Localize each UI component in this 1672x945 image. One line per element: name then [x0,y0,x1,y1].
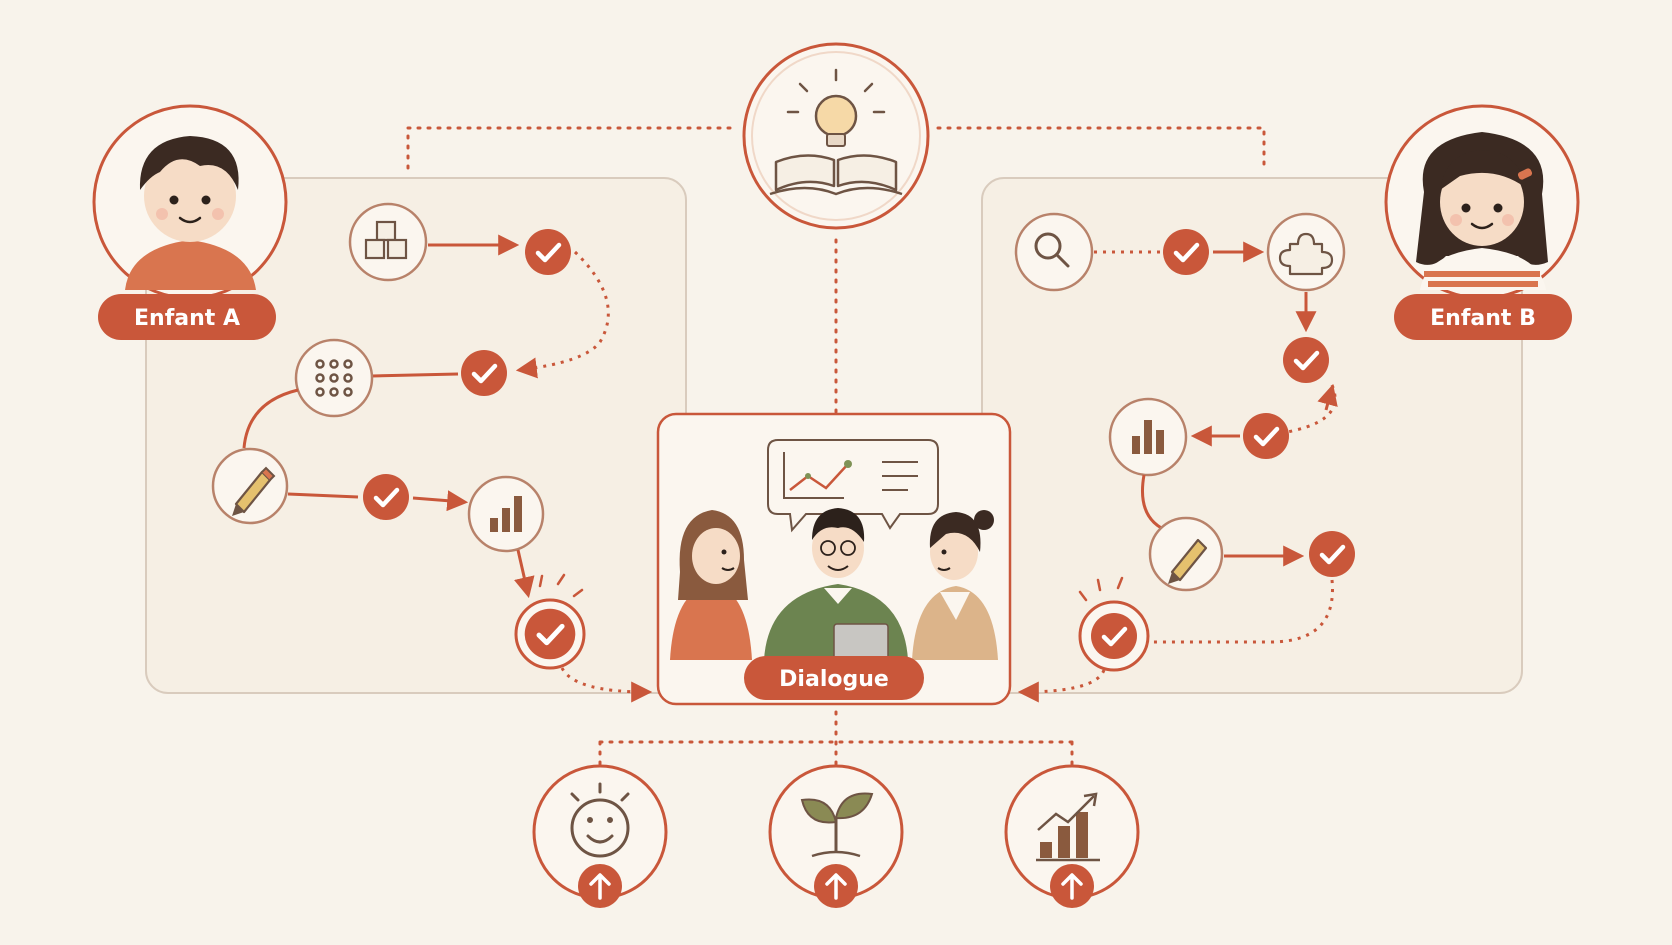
dots-grid-icon [315,359,353,397]
check-b-4 [1309,531,1355,577]
blocks-icon [364,220,408,260]
puzzle-icon [1278,232,1334,276]
book-lightbulb-icon [769,68,903,196]
child-a-avatar [92,104,288,300]
bar-chart-node-b [1108,397,1188,477]
dialogue-label: Dialogue [779,667,889,692]
pencil-icon-b [1168,538,1208,584]
outcome-smile [532,764,668,908]
connector-top-right [936,126,1266,170]
puzzle-node [1266,212,1346,292]
growth-chart-icon [1036,792,1100,862]
pencil-icon [232,466,276,516]
dialogue-label-pill [744,656,924,700]
check-a-1 [525,229,571,275]
magnifier-icon [1034,232,1070,268]
connector-bottom [598,710,1074,768]
bar-chart-icon-b [1132,420,1164,454]
dots-grid-node [294,338,374,418]
check-b-2 [1283,337,1329,383]
check-a-3 [363,474,409,520]
child-b-label-pill [1394,294,1572,340]
smile-icon [570,782,630,858]
dialogue-panel [656,412,1012,706]
pencil-node-a [211,447,289,525]
bar-chart-node-a [467,475,545,553]
check-a-final [514,573,586,670]
check-b-final [1078,576,1150,672]
bar-chart-icon [490,496,522,532]
blocks-node [348,202,428,282]
magnifier-node [1014,212,1094,292]
child-b-label: Enfant B [1430,306,1536,331]
child-a-label: Enfant A [134,306,240,331]
pencil-node-b [1148,516,1224,592]
check-b-3 [1243,413,1289,459]
child-a-label-pill [98,294,276,340]
child-b-avatar [1384,104,1580,300]
outcome-growth [1004,764,1140,908]
outcome-sprout [768,764,904,908]
check-b-1 [1163,229,1209,275]
check-a-2 [461,350,507,396]
connector-top-left [406,126,734,170]
sprout-icon [800,792,874,858]
book-lightbulb-node [742,42,930,230]
